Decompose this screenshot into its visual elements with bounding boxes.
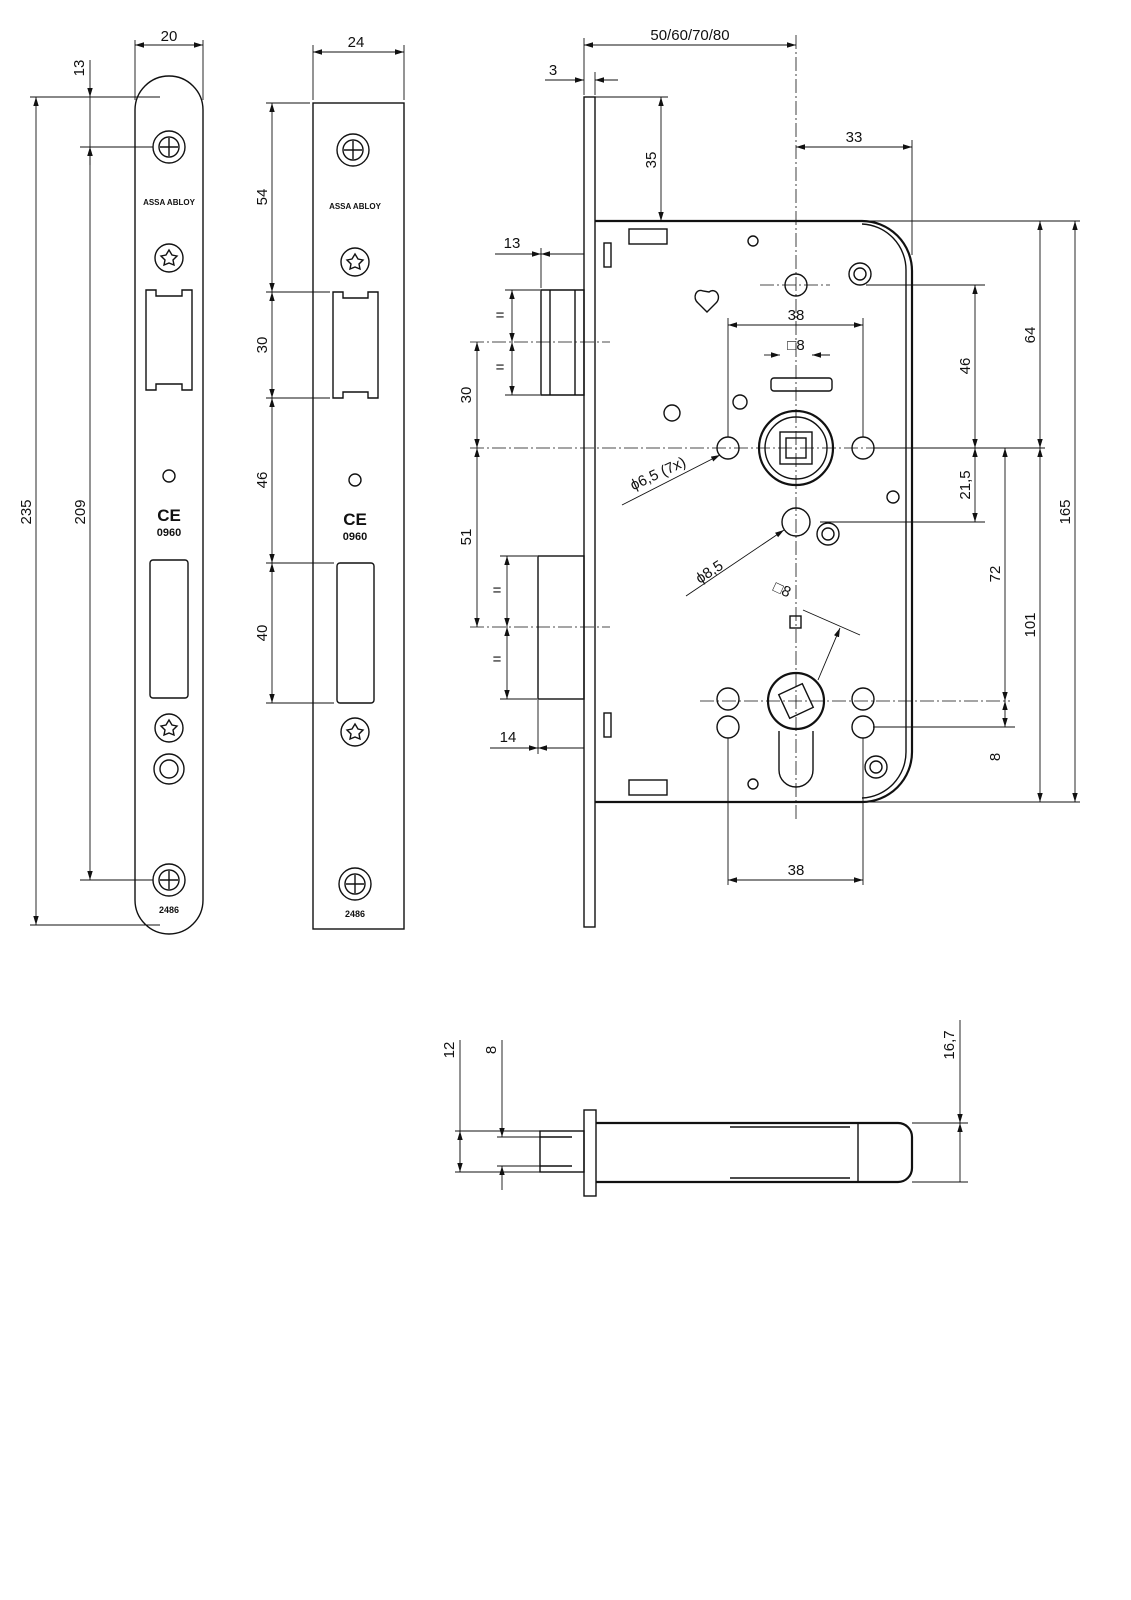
faceplate-square-latch-opening [332,291,379,399]
heart-cutout [694,289,720,313]
faceplate-square-ce-mark: CE [343,510,367,529]
forend-plate [583,96,596,928]
faceplate-round-top-screw [152,130,186,164]
case-rivet-2 [747,778,759,790]
case-slot-bottom [603,712,612,738]
dim-side-latch-height: 12 [441,1042,458,1059]
corner-screw-top [848,262,872,286]
dim-hole-diameter-2: ϕ8,5 [693,557,727,587]
dim-top-to-case: 35 [643,152,660,169]
faceplate-round-torx-screw-top [154,243,184,273]
faceplate-round-bolt-opening [149,559,189,699]
dim-round-screw-span: 209 [72,499,89,524]
faceplate-round-ce-mark: CE [157,506,181,525]
latch [540,289,585,396]
faceplate-square-bottom-screw [338,867,372,901]
faceplate-square-outline [312,102,405,930]
dead-bolt [537,555,585,700]
dim-square-latch-to-bolt: 46 [254,472,271,489]
dim-cylinder-hole-spacing: 8 [987,753,1004,761]
dim-latch-offset: 30 [458,387,475,404]
faceplate-square-dimensions: 24 54 30 46 40 [254,34,405,704]
faceplate-round-outline [134,75,204,935]
dim-follower-to-lower-hole: 21,5 [957,470,974,499]
dim-round-top-offset: 13 [71,60,88,77]
lock-case [595,219,914,804]
case-rivet-1 [747,235,759,247]
lock-body-view: 50/60/70/80 3 35 33 13 14 [458,27,1080,928]
dim-square-bolt-height: 40 [254,625,271,642]
lock-centre-lines [470,35,1040,820]
dim-top-hole-to-follower: 64 [1022,327,1039,344]
dim-square-latch-height: 30 [254,337,271,354]
dim-latch-equal-2: = [496,359,505,376]
dim-side-latch-width: 8 [483,1046,500,1054]
case-tab-bottom [628,779,668,796]
faceplate-square-small-hole [348,473,362,487]
dim-hole-spacing-top: 38 [788,307,805,324]
side-view: 12 8 16,7 [441,1020,968,1197]
faceplate-round: ASSA ABLOY CE 0960 2486 [18,28,204,935]
dim-round-width: 20 [161,28,178,45]
faceplate-round-latch-opening [145,289,193,391]
faceplate-round-brand: ASSA ABLOY [143,198,196,207]
faceplate-square-part-number: 2486 [345,909,365,919]
dim-square-top-to-latch: 54 [254,189,271,206]
dim-follower-to-hole: 46 [957,358,974,375]
faceplate-square-brand: ASSA ABLOY [329,202,382,211]
case-slot-top [603,242,612,268]
dim-latch-equal-1: = [496,307,505,324]
lock-body-dimensions: 50/60/70/80 3 35 33 13 14 [458,27,1080,885]
faceplate-round-bottom-screw [152,863,186,897]
dim-bolt-projection: 14 [500,729,517,746]
side-view-dimensions: 12 8 16,7 [441,1020,968,1190]
case-rivet-4 [663,404,681,422]
faceplate-square-ce-number: 0960 [343,531,367,543]
faceplate-square-top-screw [336,133,370,167]
faceplate-square-bolt-opening [336,562,375,704]
faceplate-round-small-hole [162,469,176,483]
case-tab-top [628,228,668,245]
dim-cylinder-square: □8 [770,579,793,602]
cylinder-square [789,615,802,629]
dim-follower-to-edge: 33 [846,129,863,146]
dim-latch-to-bolt: 51 [458,529,475,546]
faceplate-round-torx-screw-bottom [154,713,184,743]
faceplate-square-torx-screw-bottom [340,717,370,747]
lock-case-inner [861,223,907,799]
dim-backset: 50/60/70/80 [650,27,729,44]
dim-forend-thickness: 3 [549,62,557,79]
side-case [596,1121,914,1184]
dim-hole-diameter: ϕ6,5 (7x) [628,454,689,494]
dim-bolt-equal-1: = [493,582,502,599]
dim-square-width: 24 [348,34,365,51]
corner-screw-bottom [864,755,888,779]
dim-follower-to-cylinder: 72 [987,566,1004,583]
dim-latch-projection: 13 [504,235,521,252]
dim-round-total-length: 235 [18,499,35,524]
dim-side-case-thickness: 16,7 [941,1030,958,1059]
case-rivet-3 [886,490,900,504]
faceplate-square: ASSA ABLOY CE 0960 2486 24 [254,34,405,930]
faceplate-round-ce-number: 0960 [157,527,181,539]
dim-case-height: 165 [1057,499,1074,524]
dim-bolt-equal-2: = [493,651,502,668]
faceplate-round-part-number: 2486 [159,905,179,915]
faceplate-round-lower-ring [153,753,185,785]
side-forend [583,1109,597,1197]
dim-follower-square: □8 [787,337,804,354]
faceplate-square-torx-screw-top [340,247,370,277]
dim-hole-spacing-bottom: 38 [788,862,805,879]
case-rivet-5 [732,394,748,410]
side-latch [539,1130,585,1173]
faceplate-round-dimensions: 20 13 235 209 [18,28,204,926]
dim-upper-hole-to-cylinder: 101 [1022,612,1039,637]
screw-near-hole [816,522,840,546]
